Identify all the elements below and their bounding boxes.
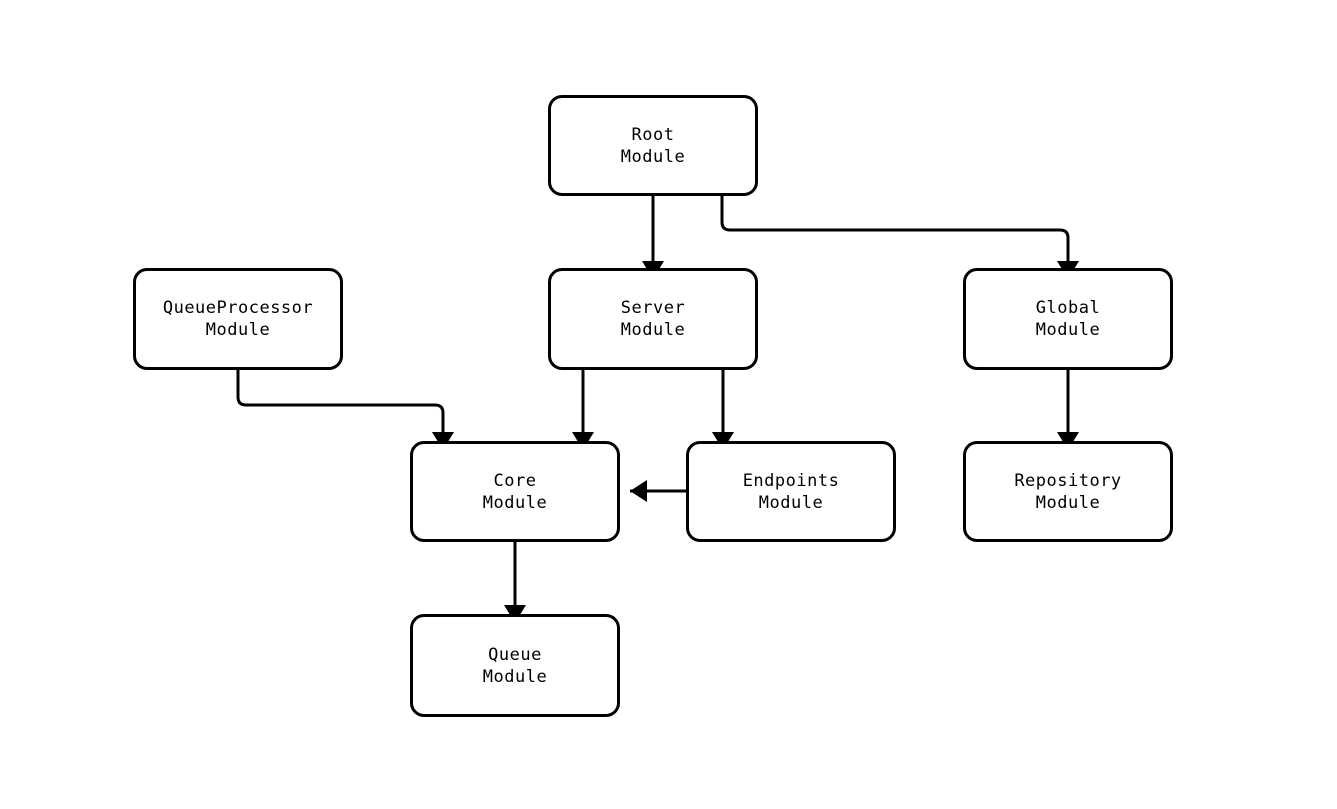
node-repository-module-line2: Module [1035, 492, 1101, 513]
node-queueprocessor-module[interactable]: QueueProcessor Module [133, 268, 343, 370]
node-endpoints-module[interactable]: Endpoints Module [686, 441, 896, 542]
node-root-module-line2: Module [620, 146, 686, 167]
node-queue-module[interactable]: Queue Module [410, 614, 620, 717]
node-queueprocessor-module-line2: Module [205, 320, 271, 340]
node-queue-module-line1: Queue [488, 644, 542, 665]
node-repository-module[interactable]: Repository Module [963, 441, 1173, 542]
node-repository-module-line1: Repository [1014, 470, 1122, 491]
node-global-module-line1: Global [1035, 298, 1101, 318]
node-root-module[interactable]: Root Module [548, 95, 758, 196]
node-core-module-line2: Module [482, 492, 548, 513]
node-core-module[interactable]: Core Module [410, 441, 620, 542]
node-server-module-line1: Server [620, 298, 686, 318]
node-core-module-line1: Core [493, 470, 537, 491]
node-global-module[interactable]: Global Module [963, 268, 1173, 370]
node-queue-module-line2: Module [482, 666, 548, 687]
node-server-module[interactable]: Server Module [548, 268, 758, 370]
node-server-module-line2: Module [620, 320, 686, 340]
node-global-module-line2: Module [1035, 320, 1101, 340]
node-root-module-line1: Root [631, 124, 675, 145]
node-endpoints-module-line2: Module [758, 492, 824, 513]
node-endpoints-module-line1: Endpoints [742, 470, 840, 491]
node-queueprocessor-module-line1: QueueProcessor [162, 298, 314, 318]
